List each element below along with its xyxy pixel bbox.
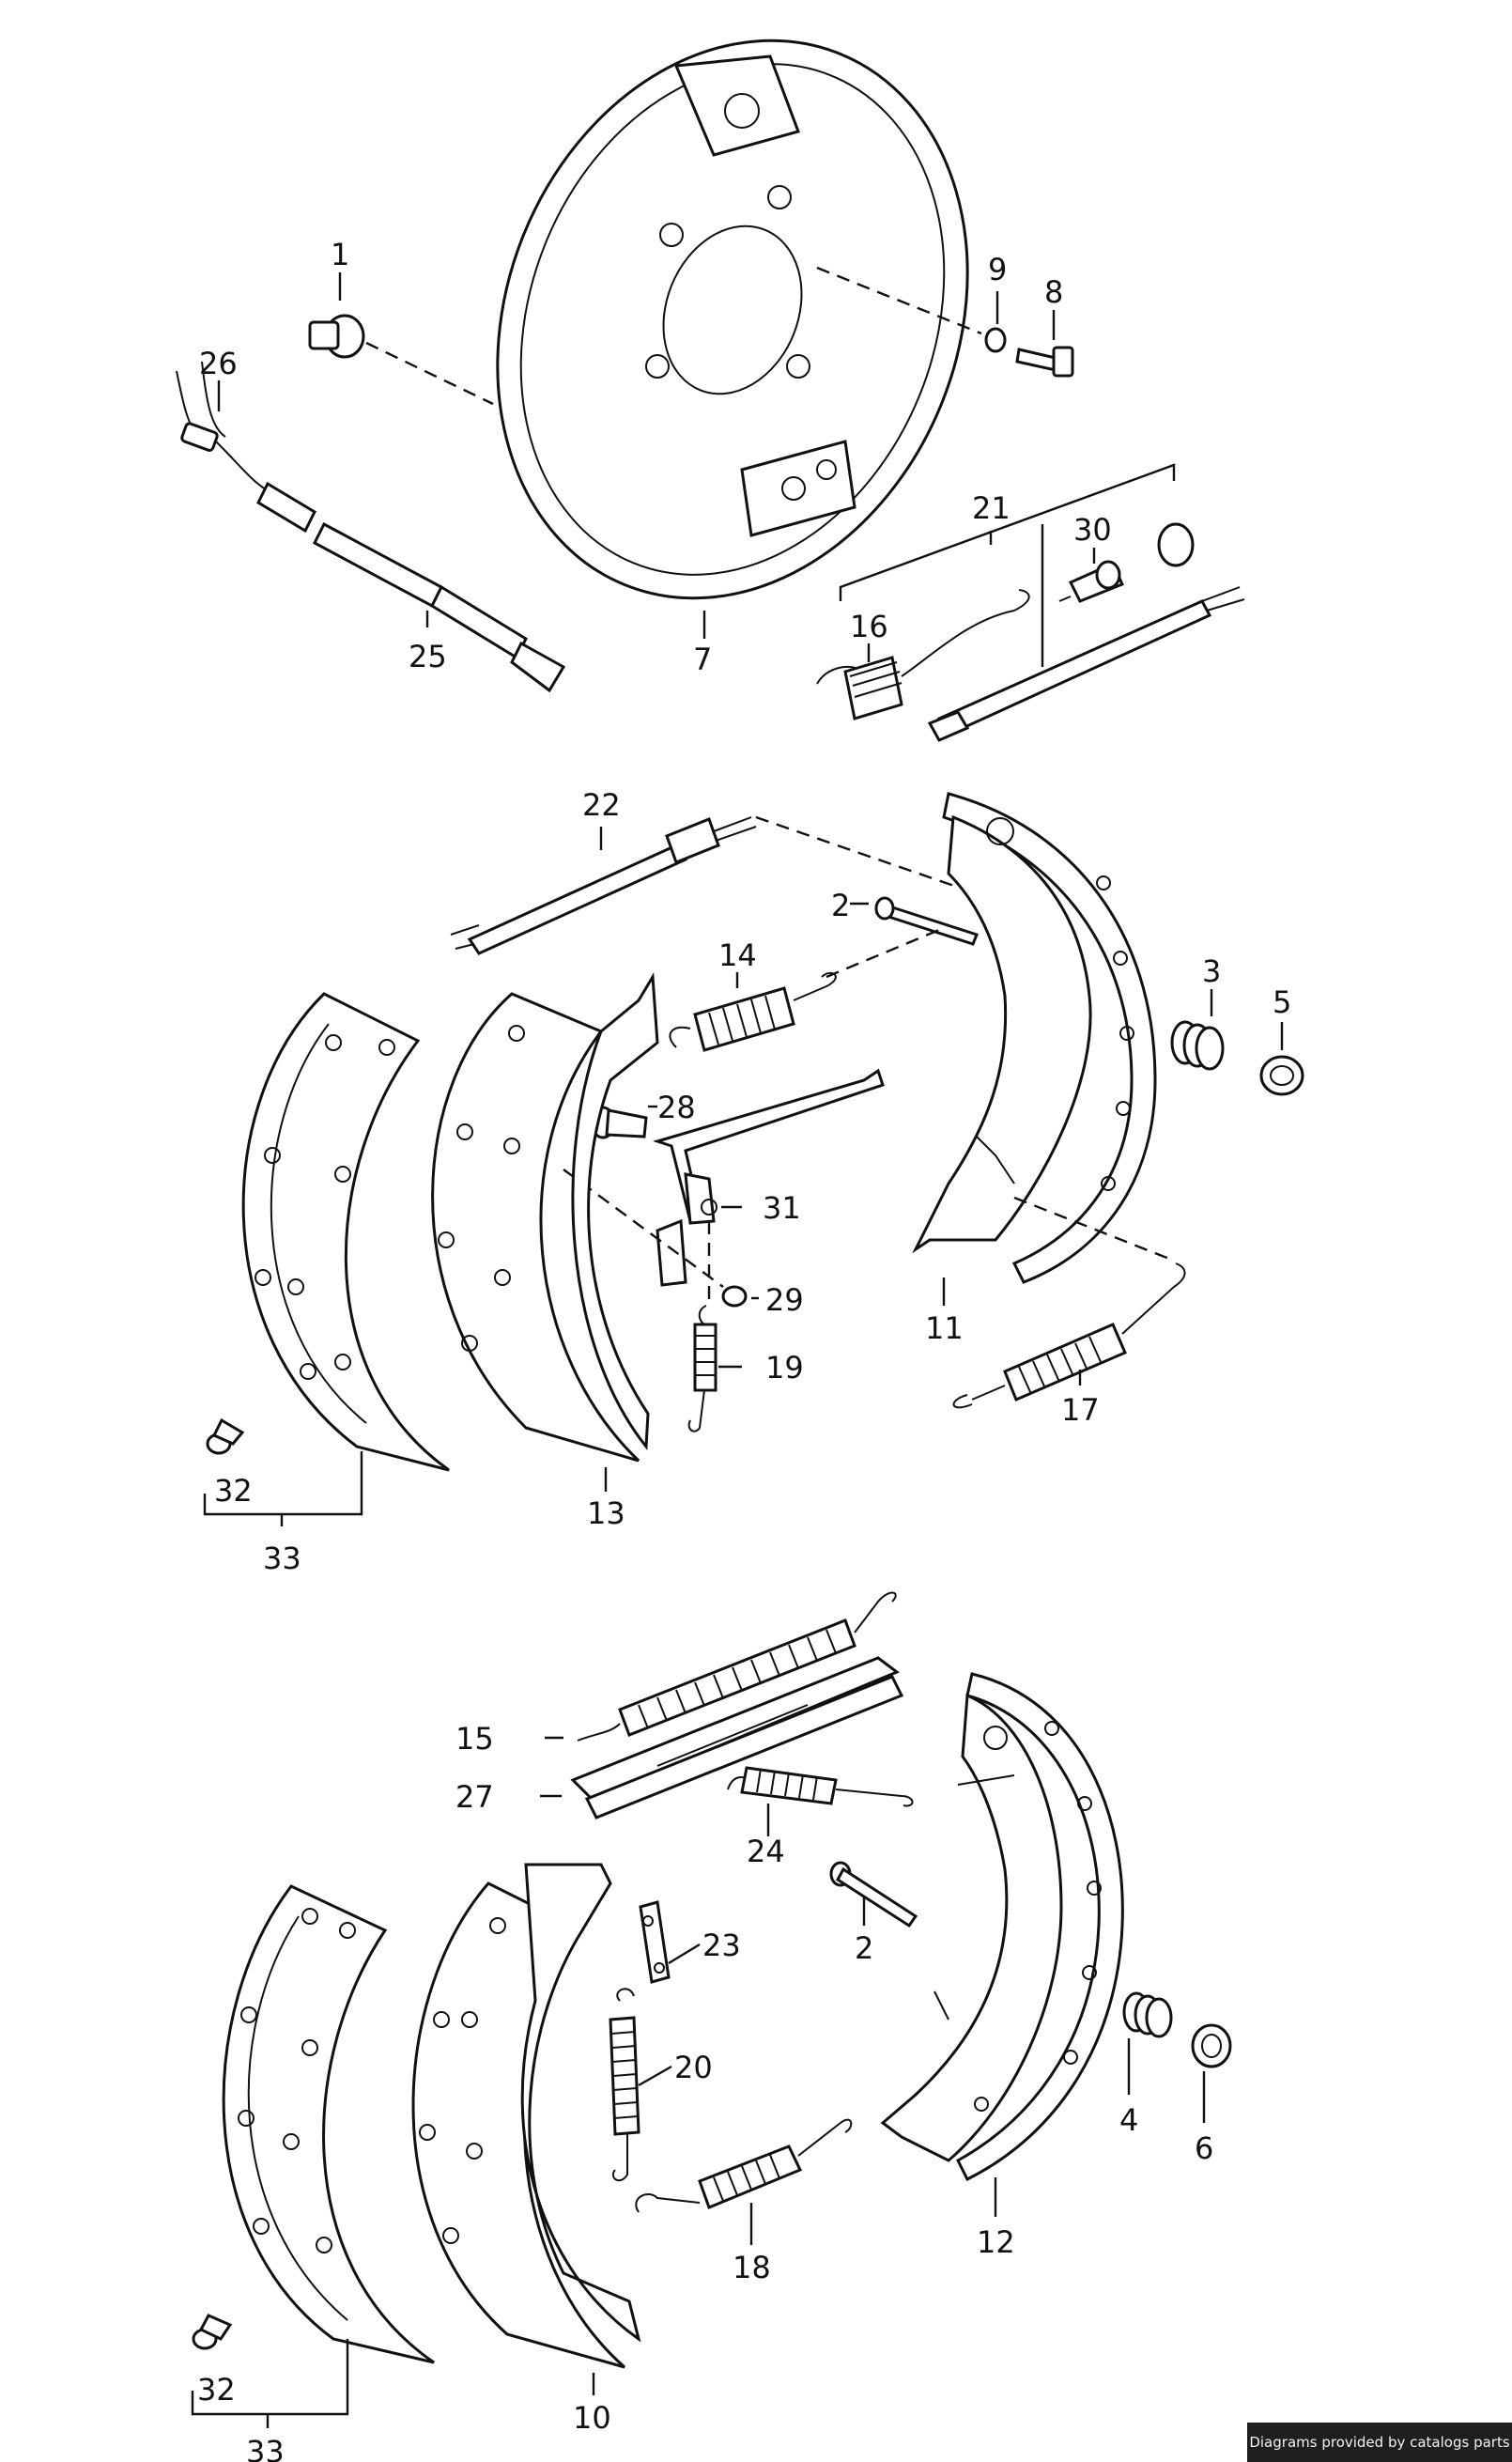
label-4: 4 [1119,2102,1138,2138]
label-25: 25 [409,639,447,674]
part-27-strut [540,1656,904,1819]
adjuster-rod-top [927,586,1245,742]
label-9: 9 [988,252,1007,287]
part-17-spring [952,1196,1186,1409]
label-17: 17 [1061,1392,1100,1428]
backing-plate [496,39,969,600]
label-13: 13 [587,1495,625,1531]
adjuster-nut [1157,522,1195,567]
label-6: 6 [1195,2130,1213,2166]
part-22-adjuster [450,815,1001,955]
part-2-pin-upper [850,896,979,946]
part-19-spring [687,1221,742,1432]
part-2-pin-lower [829,1861,918,1928]
label-28: 28 [657,1090,696,1125]
label-14: 14 [718,937,757,973]
label-30: 30 [1073,512,1112,548]
part-16-spring [816,589,1030,720]
label-16: 16 [850,609,888,644]
part-12-brake-shoe [880,1672,1124,2217]
label-22: 22 [582,787,621,823]
part-13-brake-shoe [431,972,659,1492]
part-25-26-cable [176,361,566,693]
label-31: 31 [763,1190,801,1226]
label-19: 19 [765,1350,804,1386]
label-8: 8 [1044,274,1063,310]
part-33-lining-upper [241,992,450,1472]
part-24-spring [727,1766,914,1836]
part-23-clip [639,1900,701,1984]
label-21: 21 [972,490,1011,526]
credit-banner: Diagrams provided by catalogs parts [1247,2423,1512,2462]
label-1: 1 [331,237,349,272]
label-7: 7 [693,642,712,677]
part-15-spring [545,1591,897,1742]
part-4-6-retainer [1122,1991,1232,2123]
part-32-rivet-upper [203,1417,363,1526]
label-33-upper: 33 [263,1541,301,1576]
label-26: 26 [199,346,238,381]
part-3-5-retainer [1170,989,1304,1096]
part-32-rivet-lower [191,2314,349,2428]
label-32-upper: 32 [214,1473,253,1509]
part-20-spring [609,1988,672,2182]
part-11-brake-shoe [912,792,1157,1306]
label-5: 5 [1273,984,1291,1020]
label-11: 11 [925,1310,964,1346]
label-24: 24 [747,1834,785,1869]
label-2-lower: 2 [855,1930,873,1966]
part-labels: 1 26 9 8 21 30 16 25 7 22 2 3 5 14 28 31… [197,237,1291,2462]
part-18-spring [635,2118,853,2245]
label-27: 27 [455,1779,494,1815]
part-21-bracket [839,463,1176,667]
label-20: 20 [674,2050,713,2085]
part-30-clip [1058,548,1125,603]
label-15: 15 [455,1721,494,1757]
label-29: 29 [765,1282,804,1318]
part-1-plug [308,272,494,406]
label-12: 12 [977,2224,1015,2260]
part-8-9-bolt [816,266,1074,378]
label-18: 18 [733,2250,771,2285]
label-2-upper: 2 [831,888,850,923]
part-33-lining-lower [222,1884,435,2364]
label-10: 10 [573,2400,611,2436]
part-31-lever [652,1068,885,1287]
label-23: 23 [702,1928,741,1963]
part-29-washer [721,1285,748,1308]
part-14-spring [669,928,940,1052]
label-33-lower: 33 [246,2434,285,2462]
part-10-brake-shoe [411,1863,641,2395]
label-3: 3 [1202,953,1221,989]
label-32-lower: 32 [197,2372,236,2408]
